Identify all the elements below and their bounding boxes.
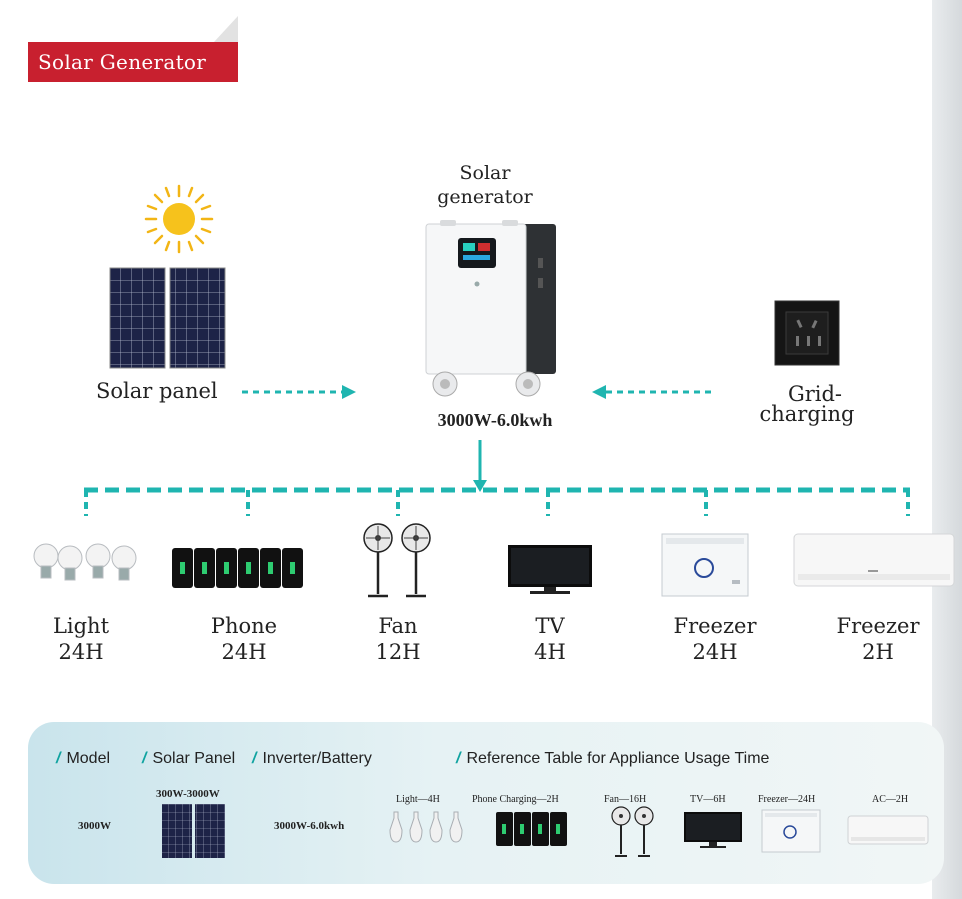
fans-icon: [363, 523, 431, 598]
solar-panel-icon: [109, 267, 226, 369]
usage-light-icon: [389, 811, 463, 843]
usage-fan-icon: [611, 806, 654, 857]
usage-freezer-label: Freezer—24H: [758, 794, 816, 805]
header-model: /Model: [56, 750, 111, 767]
appliance-hours-phone: 24H: [221, 640, 267, 664]
grid-charging-label-line2: charging: [759, 402, 855, 426]
table-model-value: 3000W: [78, 820, 111, 832]
usage-light-label: Light—4H: [396, 794, 440, 805]
usage-tv-icon: [684, 812, 742, 848]
generator-model: 3000W-6.0kwh: [437, 410, 553, 430]
distribution-lines: [84, 440, 910, 516]
air-conditioner-icon: [793, 533, 955, 587]
header-inverter-battery: /Inverter/Battery: [252, 750, 372, 767]
appliance-name-tv: TV: [535, 614, 565, 638]
usage-ac-label: AC—2H: [872, 794, 909, 805]
grid-charging-label-line1: Grid-: [787, 382, 843, 406]
appliance-hours-fan: 12H: [375, 640, 421, 664]
light-bulbs-icon: [33, 543, 137, 581]
usage-freezer-icon: [761, 809, 821, 853]
page-banner: Solar Generator: [28, 42, 238, 82]
generator-label-line2: generator: [437, 186, 533, 208]
usage-fan-label: Fan—16H: [604, 794, 647, 805]
appliance-hours-light: 24H: [58, 640, 104, 664]
appliance-hours-freezer: 24H: [692, 640, 738, 664]
usage-ac-icon: [847, 815, 929, 845]
table-solar-panel-value: 300W-3000W: [156, 788, 220, 800]
banner-fold: [214, 16, 238, 42]
phones-icon: [172, 548, 303, 588]
appliance-hours-freezer-2: 2H: [862, 640, 894, 664]
table-solar-panel-icon: [162, 804, 225, 858]
solar-panel-label: Solar panel: [96, 379, 218, 403]
grid-to-generator-arrow: [592, 385, 714, 399]
header-reference-table: /Reference Table for Appliance Usage Tim…: [456, 750, 770, 767]
appliance-name-freezer-2: Freezer: [836, 614, 920, 638]
appliance-name-phone: Phone: [210, 614, 278, 638]
solar-generator-icon: [425, 220, 556, 397]
solar-to-generator-arrow: [242, 385, 356, 399]
usage-tv-label: TV—6H: [690, 794, 726, 805]
usage-phone-icon: [496, 812, 567, 846]
appliance-name-light: Light: [52, 614, 110, 638]
sun-icon: [144, 184, 214, 254]
freezer-icon: [661, 533, 749, 597]
wall-socket-icon: [774, 300, 840, 366]
generator-label-line1: Solar: [459, 162, 511, 184]
appliance-name-freezer: Freezer: [673, 614, 757, 638]
appliance-hours-tv: 4H: [534, 640, 566, 664]
usage-phone-label: Phone Charging—2H: [472, 794, 559, 805]
tv-icon: [508, 545, 592, 594]
header-solar-panel: /Solar Panel: [142, 750, 236, 767]
table-inverter-value: 3000W-6.0kwh: [274, 820, 345, 832]
appliance-name-fan: Fan: [378, 614, 418, 638]
